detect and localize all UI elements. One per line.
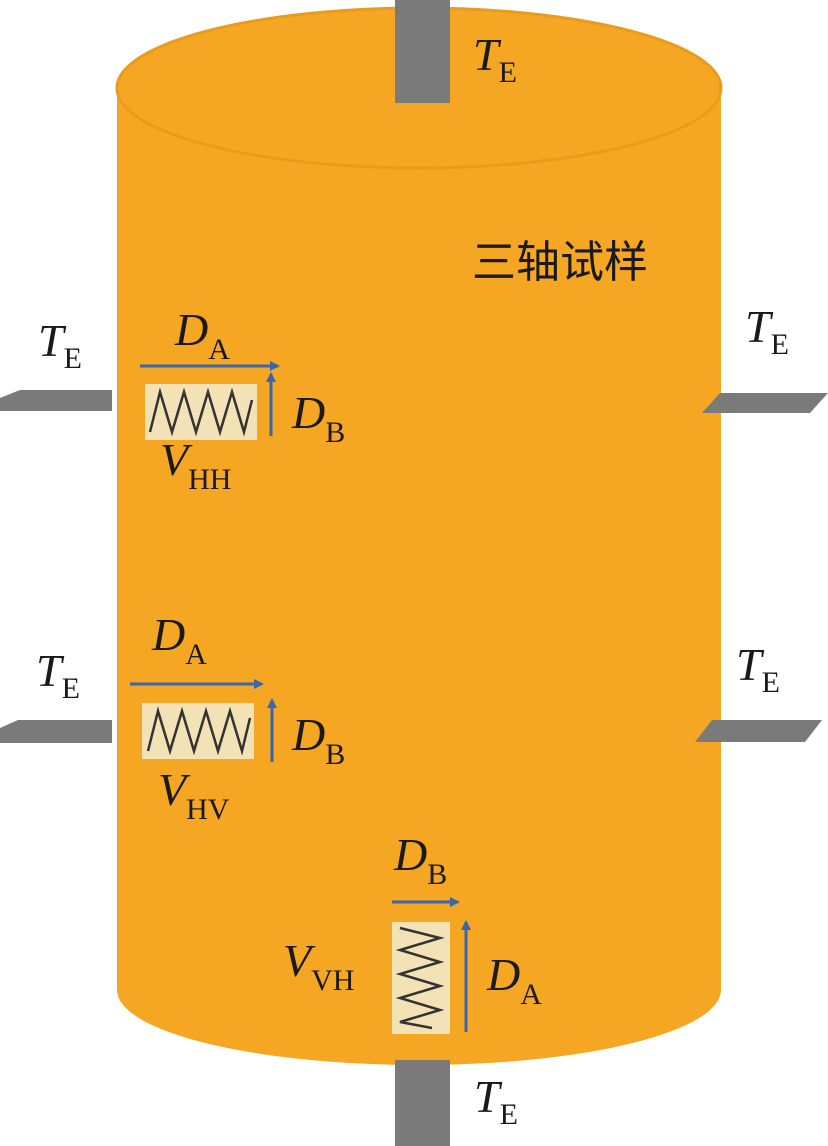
right-lower-electrode — [695, 720, 822, 742]
left-upper-electrode — [0, 390, 112, 411]
sample-label: 三轴试样 — [472, 237, 648, 288]
top-electrode — [395, 0, 450, 103]
sensor-vh-zigzag — [395, 926, 445, 1030]
te-label-left-upper: TE — [38, 315, 82, 375]
db-label-3: DB — [393, 829, 447, 891]
sensor-hv-zigzag — [146, 706, 252, 756]
te-label-right-upper: TE — [745, 301, 789, 361]
left-lower-electrode — [0, 720, 112, 743]
db-label-2: DB — [291, 709, 345, 771]
vhv-label: VHV — [158, 764, 230, 826]
te-label-left-lower: TE — [36, 645, 80, 705]
da-label-3: DA — [486, 949, 542, 1011]
bottom-electrode — [395, 1060, 450, 1146]
right-upper-electrode — [702, 393, 828, 413]
te-label-bottom: TE — [474, 1071, 518, 1131]
da-label-2: DA — [151, 609, 207, 671]
db-label-1: DB — [291, 387, 345, 449]
cylinder-body — [117, 90, 721, 1065]
vhh-label: VHH — [160, 434, 231, 496]
te-label-right-lower: TE — [736, 639, 780, 699]
te-label-top: TE — [473, 29, 517, 89]
sensor-hh-zigzag — [148, 387, 254, 437]
da-label-1: DA — [174, 304, 230, 366]
vvh-label: VVH — [283, 935, 354, 997]
